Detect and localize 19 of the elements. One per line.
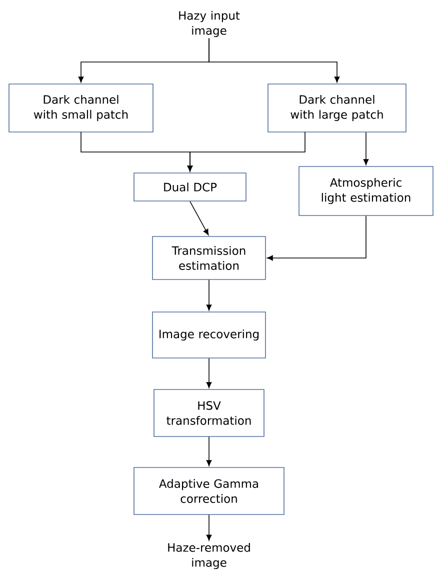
arrow bbox=[190, 201, 209, 236]
arrow bbox=[266, 216, 366, 261]
process-box: Transmission estimation bbox=[152, 236, 266, 280]
process-box: Adaptive Gamma correction bbox=[134, 467, 284, 515]
arrow bbox=[206, 358, 212, 388]
terminal-label: Hazy input image bbox=[179, 10, 240, 38]
process-box: Dark channel with small patch bbox=[8, 84, 154, 132]
arrow bbox=[208, 38, 340, 83]
process-box: Dual DCP bbox=[134, 172, 246, 202]
terminal-label: Haze-removed image bbox=[168, 542, 250, 570]
process-box: Atmospheric light estimation bbox=[298, 166, 434, 216]
process-box: Image recovering bbox=[152, 312, 266, 358]
arrow bbox=[206, 514, 212, 541]
process-box: HSV transformation bbox=[154, 389, 264, 437]
arrow bbox=[363, 132, 369, 166]
process-box: Dark channel with large patch bbox=[268, 84, 406, 132]
arrow bbox=[206, 280, 212, 311]
arrow bbox=[206, 436, 212, 466]
arrow bbox=[187, 132, 306, 172]
